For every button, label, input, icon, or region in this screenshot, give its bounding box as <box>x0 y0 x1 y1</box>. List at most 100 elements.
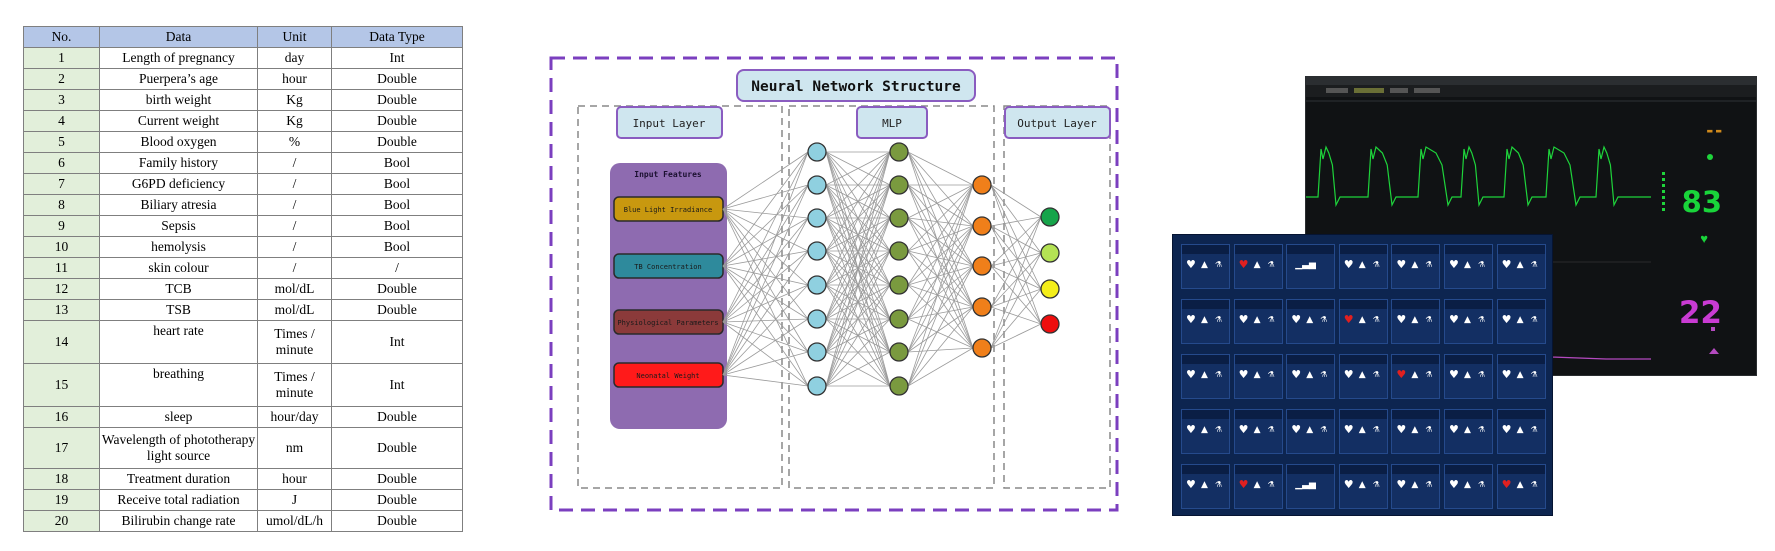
table-cell-no: 1 <box>23 47 100 69</box>
heart-icon: ♥ <box>1396 313 1407 326</box>
hidden-node <box>889 175 909 195</box>
network-edge <box>990 225 1042 254</box>
heart-rate-value: 83 <box>1681 185 1722 219</box>
table-cell-no: 17 <box>23 427 100 469</box>
bed-cell: ♥▲⚗ <box>1233 464 1283 509</box>
table-cell-data: Sepsis <box>99 215 258 237</box>
lung-icon: ▲ <box>1411 260 1419 270</box>
network-edge <box>907 306 974 387</box>
heart-icon: ♥ <box>1396 258 1407 271</box>
bed-cell: ▁▃▅ <box>1286 244 1336 289</box>
network-edge <box>825 151 891 186</box>
lung-icon: ▲ <box>1253 425 1261 435</box>
mlp-label-box <box>856 106 928 139</box>
table-cell-no: 2 <box>23 68 100 90</box>
network-edge <box>825 184 891 387</box>
menu-item <box>1326 88 1348 93</box>
heart-icon: ♥ <box>1396 423 1407 436</box>
network-edge <box>722 151 809 323</box>
heart-icon: ♥ <box>1501 258 1512 271</box>
network-edge <box>907 347 974 387</box>
sensor-icon: ⚗ <box>1530 425 1538 434</box>
bed-cell: ♥▲⚗ <box>1496 299 1546 344</box>
table-cell-data: Puerpera’s age <box>99 68 258 90</box>
output-node <box>1040 314 1060 334</box>
bed-cell-header <box>1497 355 1545 364</box>
network-nodes <box>807 142 1060 396</box>
table-cell-type: Double <box>331 89 463 111</box>
lung-icon: ▲ <box>1411 370 1419 380</box>
network-edge <box>990 216 1042 349</box>
monitor-title-bar <box>1306 77 1756 85</box>
bed-cell: ♥▲⚗ <box>1496 244 1546 289</box>
table-cell-type: Bool <box>331 215 463 237</box>
output-node <box>1040 279 1060 299</box>
bed-cell-header <box>1497 245 1545 254</box>
status-dot <box>1707 154 1713 160</box>
sensor-icon: ⚗ <box>1530 260 1538 269</box>
bed-cell: ♥▲⚗ <box>1391 409 1441 454</box>
table-cell-no: 9 <box>23 215 100 237</box>
bed-cell-header <box>1234 300 1282 309</box>
network-edge <box>907 225 974 320</box>
bed-cell-header <box>1287 300 1335 309</box>
bed-cell: ▁▃▅ <box>1286 464 1336 509</box>
menu-item <box>1390 88 1408 93</box>
heart-icon: ♥ <box>1501 368 1512 381</box>
network-edge <box>825 217 891 387</box>
network-edge <box>722 265 809 353</box>
network-edge <box>722 217 809 323</box>
menu-item <box>1414 88 1440 93</box>
table-cell-type: Bool <box>331 236 463 258</box>
table-cell-no: 5 <box>23 131 100 153</box>
heart-icon: ♥ <box>1343 368 1354 381</box>
table-cell-data: Family history <box>99 152 258 174</box>
ecg-waveform <box>1306 145 1651 208</box>
lung-icon: ▲ <box>1253 480 1261 490</box>
network-edge <box>722 151 809 376</box>
table-cell-type: / <box>331 257 463 279</box>
hidden-node <box>889 309 909 329</box>
feature-label: Neonatal Weight <box>636 372 699 380</box>
lung-icon: ▲ <box>1516 425 1524 435</box>
network-edge <box>990 184 1042 254</box>
network-edge <box>722 250 809 376</box>
heart-icon: ♥ <box>1396 368 1407 381</box>
lung-icon: ▲ <box>1306 370 1314 380</box>
hidden-node <box>972 256 992 276</box>
bed-cell: ♥▲⚗ <box>1444 299 1493 344</box>
table-cell-no: 11 <box>23 257 100 279</box>
network-edge <box>722 374 809 387</box>
table-header-row: No. Data Unit Data Type <box>23 26 463 48</box>
sensor-icon: ⚗ <box>1425 315 1433 324</box>
output-layer-label: Output Layer <box>1017 117 1097 130</box>
sensor-icon: ⚗ <box>1372 315 1380 324</box>
neural-network-diagram: Neural Network Structure Input Layer MLP… <box>549 56 1119 512</box>
network-edge <box>990 265 1042 290</box>
input-layer-label: Input Layer <box>633 117 706 130</box>
network-edge <box>907 250 974 308</box>
table-cell-data: birth weight <box>99 89 258 111</box>
table-cell-unit: Kg <box>257 89 332 111</box>
bed-cell: ♥▲⚗ <box>1338 299 1388 344</box>
lung-icon: ▲ <box>1253 315 1261 325</box>
heart-icon: ♥ <box>1186 313 1196 326</box>
table-cell-no: 18 <box>23 468 100 490</box>
heart-icon: ♥ <box>1186 368 1196 381</box>
lung-icon: ▲ <box>1464 425 1471 435</box>
table-cell-no: 10 <box>23 236 100 258</box>
hidden-node <box>889 342 909 362</box>
sensor-icon: ⚗ <box>1320 370 1328 379</box>
network-edge <box>907 265 974 353</box>
column-header-unit: Unit <box>257 26 332 48</box>
network-edge <box>907 225 974 353</box>
heart-icon: ♥ <box>1501 423 1512 436</box>
lung-icon: ▲ <box>1411 315 1419 325</box>
bed-cell: ♥▲⚗ <box>1233 299 1283 344</box>
